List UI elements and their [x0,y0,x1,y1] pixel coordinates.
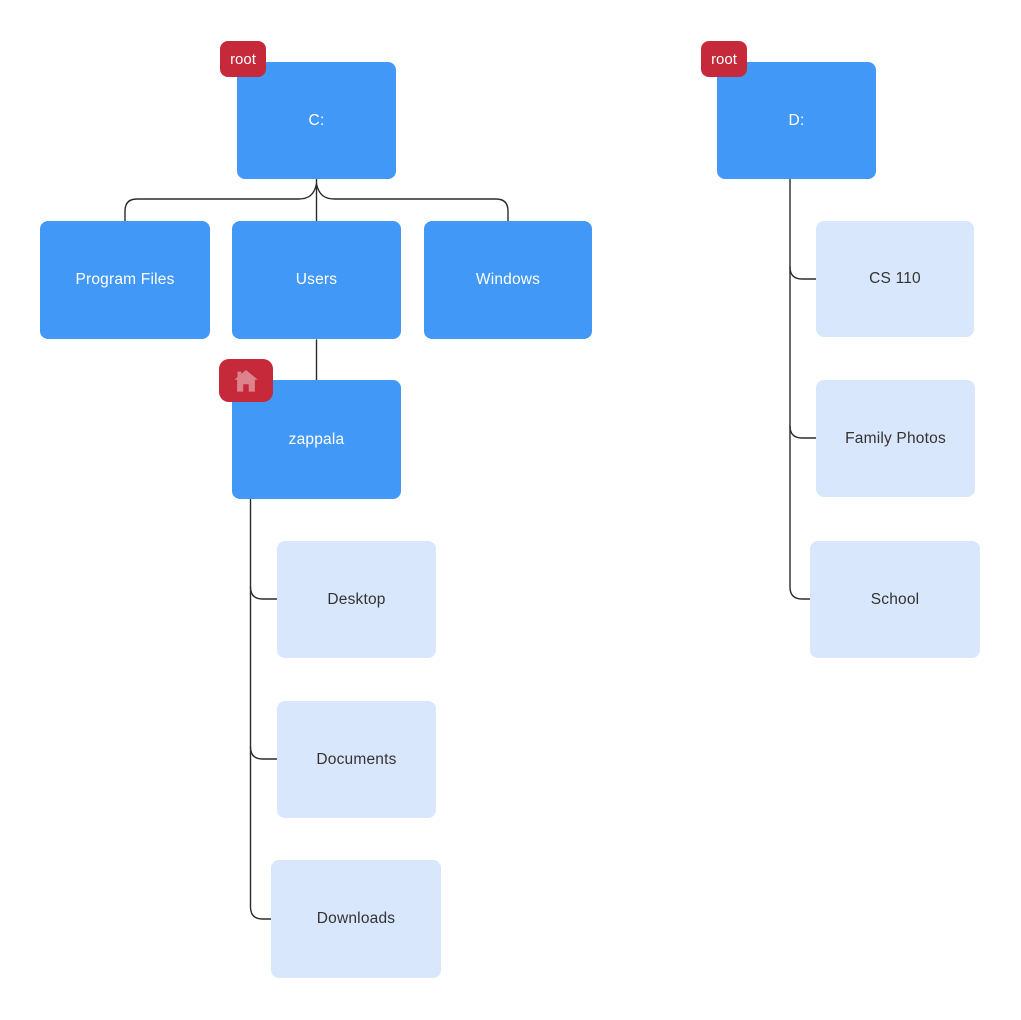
connector-c-to-windows [315,183,509,222]
node-users: Users [232,221,401,339]
node-program-files: Program Files [40,221,210,339]
node-users-label: Users [295,271,338,288]
node-desktop: Desktop [277,541,436,658]
node-downloads: Downloads [271,860,441,978]
node-cs110: CS 110 [816,221,974,337]
connector-d-to-family-photos [789,425,817,439]
node-d-drive-label: D: [788,111,805,129]
node-program-files-label: Program Files [75,271,175,288]
node-documents-label: Documents [316,750,397,768]
node-windows: Windows [424,221,592,339]
home-icon [230,366,262,396]
home-badge [219,359,273,402]
connector-c-to-program-files [124,183,318,222]
root-badge-c-label: root [230,50,256,68]
connector-d-to-cs110 [789,266,817,280]
connector-d-spine-to-school [789,178,811,600]
node-school: School [810,541,980,658]
node-family-photos: Family Photos [816,380,975,497]
node-documents: Documents [277,701,436,818]
root-badge-d-label: root [711,50,737,68]
root-badge-c: root [220,41,266,77]
connector-zappala-to-documents [249,746,278,760]
node-desktop-label: Desktop [327,590,386,608]
connector-zappala-spine-to-downloads [249,498,272,920]
node-zappala-label: zappala [288,430,345,448]
node-school-label: School [870,590,920,608]
node-d-drive: D: [717,62,876,179]
node-c-drive-label: C: [308,111,325,129]
node-c-drive: C: [237,62,396,179]
root-badge-d: root [701,41,747,77]
node-family-photos-label: Family Photos [845,429,946,447]
connector-zappala-to-desktop [249,586,278,600]
node-windows-label: Windows [475,271,541,288]
node-downloads-label: Downloads [316,910,396,927]
node-cs110-label: CS 110 [869,270,921,287]
